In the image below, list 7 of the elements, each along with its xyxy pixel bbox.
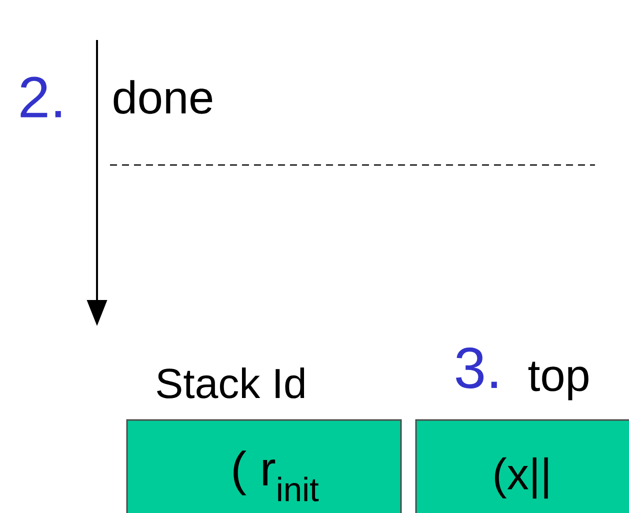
process-box: (x|| <box>415 419 629 513</box>
box-heading: top <box>528 362 588 400</box>
callout-number: 3. <box>456 347 497 389</box>
process-box: ( r$_{init}$ <box>126 419 402 513</box>
callout-number: 2. <box>20 76 61 118</box>
label-text: done <box>114 80 212 114</box>
box-heading: Stack Id <box>157 368 304 398</box>
